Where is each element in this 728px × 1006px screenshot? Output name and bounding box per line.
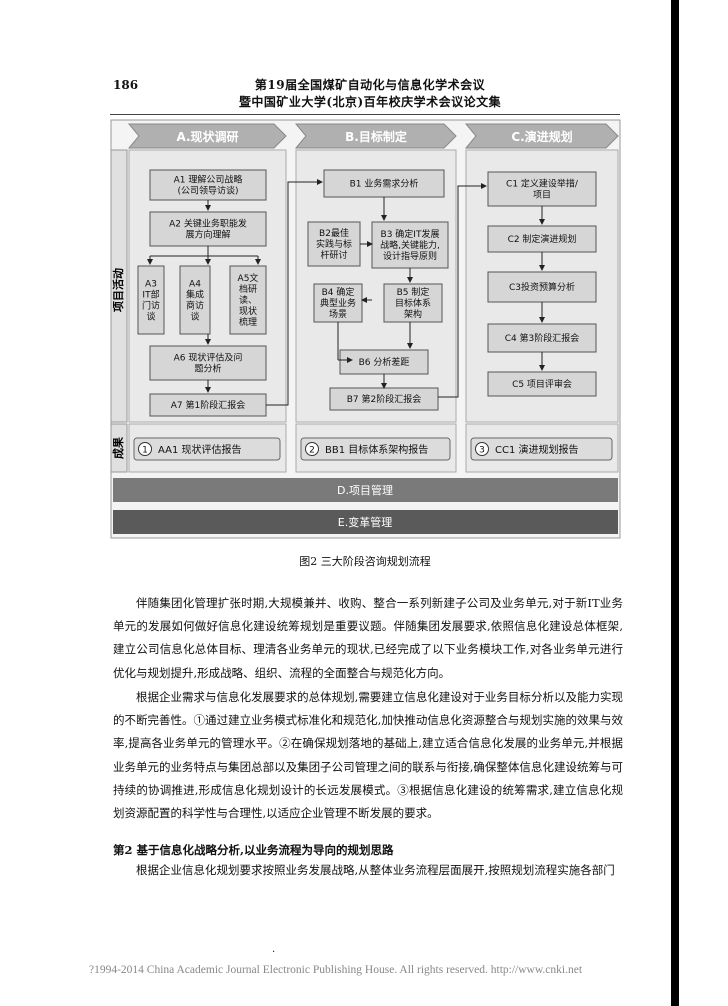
box-c3-text: C3投资预算分析	[509, 281, 575, 293]
phase-1-label: A.现状调研	[176, 129, 238, 144]
box-c4-text: C4 第3阶段汇报会	[505, 332, 580, 344]
box-b5-text: B5 制定	[397, 286, 430, 298]
right-edge-bar	[671, 0, 679, 1006]
result-3-label: CC1 演进规划报告	[495, 443, 579, 456]
box-b3-text: 战略,关键能力,	[380, 239, 440, 251]
box-a5-text: A5文	[238, 272, 259, 284]
box-b3-text: B3 确定IT发展	[381, 228, 440, 240]
box-c5-text: C5 项目评审会	[512, 378, 572, 390]
box-a5-text: 档研	[239, 283, 257, 295]
bar-1	[113, 478, 618, 502]
result-2-number: 2	[309, 446, 315, 456]
row-label-activities-cell	[110, 149, 128, 423]
box-c2-text: C2 制定演进规划	[508, 233, 577, 245]
box-b3-text: 设计指导原则	[383, 250, 437, 262]
row-label-activities: 项目活动	[111, 268, 125, 312]
body-paragraph-3: 根据企业信息化规划要求按照业务发展战略,从整体业务流程层面展开,按照规划流程实施…	[136, 863, 615, 877]
box-a1-text: (公司领导访谈)	[177, 185, 238, 197]
box-a1-text: A1 理解公司战略	[174, 174, 243, 186]
box-a3-text: 门访	[142, 300, 160, 312]
box-a3-text: A3	[145, 280, 157, 290]
result-2-box	[300, 437, 451, 461]
box-b6-text: B6 分析差距	[359, 356, 410, 368]
box-c1-text: C1 定义建设举措/	[506, 178, 579, 190]
box-b5-text: 目标体系	[395, 297, 431, 309]
box-a6-text: A6 现状评估及问	[174, 352, 243, 364]
box-b5-text: 架构	[404, 308, 422, 320]
result-2-circle	[305, 442, 319, 456]
box-b1	[323, 169, 445, 198]
header-rule	[110, 114, 620, 115]
bar-2-label: E.变革管理	[338, 515, 392, 529]
phase-2-label: B.目标制定	[345, 129, 407, 144]
box-b2-text: B2最佳	[319, 227, 349, 239]
box-a4	[179, 265, 211, 335]
figure-caption: 图2 三大阶段咨询规划流程	[299, 555, 431, 568]
bar-1-label: D.项目管理	[337, 483, 393, 497]
row-label-results-cell	[110, 423, 128, 473]
box-c3	[487, 271, 597, 303]
box-b2-text: 杆研讨	[320, 249, 347, 261]
box-a5-text: 梳理	[239, 316, 257, 328]
result-2-label: BB1 目标体系架构报告	[325, 443, 428, 456]
box-b3	[371, 221, 449, 269]
box-a3	[137, 265, 165, 335]
box-c2	[487, 225, 597, 253]
page-mark: .	[272, 944, 276, 955]
result-1-label: AA1 现状评估报告	[158, 443, 242, 456]
body-paragraph-2: 根据企业需求与信息化发展要求的总体规划,需要建立信息化建设对于业务目标分析以及能…	[113, 690, 623, 821]
section-subheading: 第2 基于信息化战略分析,以业务流程为导向的规划思路	[113, 843, 394, 857]
phase-3-chevron	[464, 123, 619, 149]
result-1-box	[133, 437, 281, 461]
box-a2-text: A2 关键业务职能发	[169, 218, 247, 230]
result-3-box	[470, 437, 613, 461]
box-c1-text: 项目	[533, 190, 551, 201]
box-b5	[383, 283, 443, 323]
page-number: 186	[113, 78, 139, 92]
box-a3-text: IT部	[142, 289, 159, 301]
box-c5	[487, 371, 597, 397]
result-1-circle	[138, 442, 152, 456]
result-1-number: 1	[142, 446, 148, 456]
result-3-number: 3	[479, 446, 485, 456]
row-label-results: 成果	[111, 437, 125, 459]
box-a4-text: 谈	[190, 311, 199, 323]
box-b4	[313, 283, 363, 323]
box-a5-text: 读、	[239, 294, 257, 306]
box-a4-text: 集成	[186, 289, 204, 301]
connectors	[147, 179, 545, 406]
result-3-circle	[475, 442, 489, 456]
body-paragraph-1: 伴随集团化管理扩张时期,大规模兼并、收购、整合一系列新建子公司及业务单元,对于新…	[113, 596, 623, 680]
copyright-footer: ?1994-2014 China Academic Journal Electr…	[88, 964, 583, 976]
box-a2	[149, 211, 267, 247]
box-a7-text: A7 第1阶段汇报会	[171, 399, 245, 411]
box-a4-text: 商访	[186, 300, 204, 312]
bar-2	[113, 510, 618, 534]
phase-3-label: C.演进规划	[511, 129, 572, 144]
box-b7-text: B7 第2阶段汇报会	[347, 393, 422, 405]
phase-1-chevron	[127, 123, 287, 149]
box-a5-text: 现状	[239, 305, 257, 317]
running-header-line1: 第19届全国煤矿自动化与信息化学术会议	[254, 78, 486, 92]
box-a5	[229, 265, 267, 335]
box-a3-text: 谈	[146, 311, 155, 323]
box-b4-text: 典型业务	[320, 297, 356, 309]
box-b2-text: 实践与标	[316, 238, 352, 250]
box-b1-text: B1 业务需求分析	[350, 178, 419, 190]
box-a6-text: 题分析	[194, 363, 221, 375]
box-a4-text: A4	[189, 280, 201, 290]
box-c1	[487, 171, 597, 207]
phase-2-chevron	[294, 123, 457, 149]
box-a6	[149, 345, 267, 381]
box-b4-text: B4 确定	[322, 286, 355, 298]
box-a1	[149, 169, 267, 201]
box-b4-text: 场景	[329, 309, 347, 320]
running-header-line2: 暨中国矿业大学(北京)百年校庆学术会议论文集	[238, 95, 502, 109]
box-a2-text: 展方向理解	[185, 229, 230, 241]
